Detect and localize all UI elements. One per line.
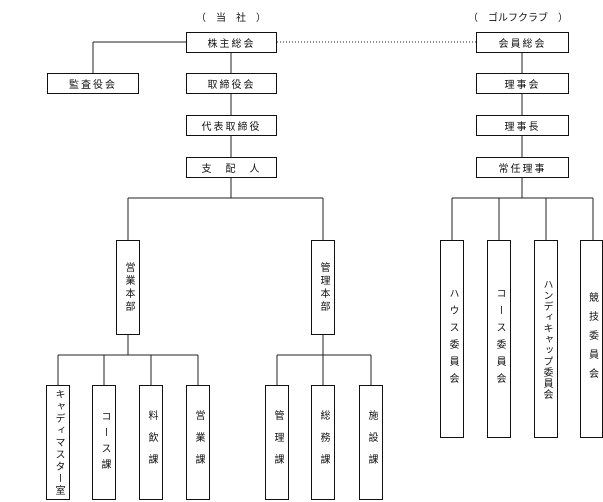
committee-course-label: コース委員会	[494, 288, 505, 390]
dept-caddie-master-label: キャディマスター室	[53, 388, 64, 497]
committee-handicap-box: ハンディキャップ委員会	[534, 240, 558, 438]
dept-course-label: コース課	[99, 410, 110, 475]
dept-course-box: コース課	[92, 385, 116, 500]
dept-food-beverage-box: 料飲課	[139, 385, 163, 500]
dept-sales-box: 営業課	[186, 385, 210, 500]
board-box: 取締役会	[186, 73, 277, 94]
committee-competition-label: 競技委員会	[586, 291, 598, 387]
dept-general-affairs-box: 総務課	[311, 385, 335, 500]
club-board-box: 理事会	[476, 73, 569, 94]
sales-hq-box: 営業本部	[116, 240, 140, 335]
dept-management-label: 管理課	[272, 409, 283, 476]
chairman-box: 理事長	[476, 115, 569, 136]
committee-house-box: ハウス委員会	[440, 240, 464, 438]
standing-directors-box: 常任理事	[476, 157, 569, 178]
manager-box: 支 配 人	[186, 157, 277, 178]
company-header: （ 当 社 ）	[196, 13, 266, 24]
committee-course-box: コース委員会	[487, 240, 511, 438]
members-meeting-box: 会員総会	[476, 32, 569, 53]
sales-hq-label: 営業本部	[123, 261, 134, 314]
dept-sales-label: 営業課	[193, 409, 204, 476]
dept-food-beverage-label: 料飲課	[146, 409, 157, 476]
committee-house-label: ハウス委員会	[447, 288, 458, 390]
shareholders-meeting-box: 株主総会	[186, 32, 277, 53]
club-header: （ ゴルフクラブ ）	[468, 13, 568, 24]
dept-management-box: 管理課	[265, 385, 289, 500]
representative-director-box: 代表取締役	[186, 115, 277, 136]
committee-handicap-label: ハンディキャップ委員会	[541, 278, 552, 400]
dept-facilities-label: 施設課	[366, 409, 377, 476]
dept-facilities-box: 施設課	[359, 385, 383, 500]
admin-hq-label: 管理本部	[318, 261, 329, 314]
auditors-box: 監査役会	[47, 73, 139, 94]
admin-hq-box: 管理本部	[311, 240, 335, 335]
committee-competition-box: 競技委員会	[580, 240, 603, 438]
dept-general-affairs-label: 総務課	[318, 409, 329, 476]
dept-caddie-master-box: キャディマスター室	[46, 385, 70, 500]
